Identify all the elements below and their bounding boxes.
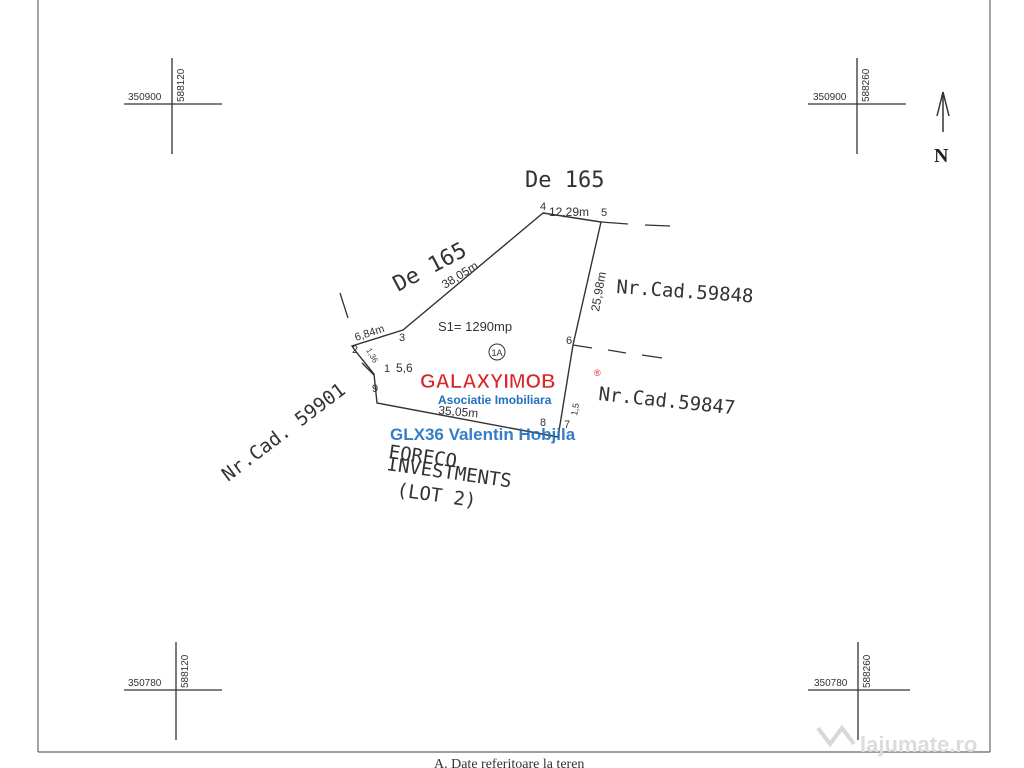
lot-id: 1A bbox=[491, 348, 502, 358]
vertex-6: 6 bbox=[566, 335, 572, 347]
neighbor-boundaries bbox=[339, 221, 671, 376]
watermark-registered: ® bbox=[594, 368, 601, 378]
vertex-3: 3 bbox=[399, 332, 405, 344]
parcel-label-59847: Nr.Cad.59847 bbox=[597, 383, 736, 419]
parcel-label-59848: Nr.Cad.59848 bbox=[616, 276, 754, 308]
site-watermark: lajumate.ro bbox=[860, 732, 977, 757]
grid-label-bottom-left-x: 350780 bbox=[128, 678, 162, 689]
grid-label-top-left-y: 588120 bbox=[176, 68, 187, 102]
vertex-7: 7 bbox=[564, 419, 570, 431]
lot-id-circle bbox=[488, 343, 506, 361]
site-watermark-logo-icon bbox=[816, 724, 856, 748]
vertex-8: 8 bbox=[540, 417, 546, 429]
grid-label-top-right-y: 588260 bbox=[861, 68, 872, 102]
parcel-boundary bbox=[350, 212, 602, 438]
grid-label-top-right-x: 350900 bbox=[813, 92, 847, 103]
lot-area: S1= 1290mp bbox=[438, 319, 512, 334]
north-label: N bbox=[934, 145, 949, 167]
vertex-9: 9 bbox=[372, 383, 378, 395]
grid-cross-top-right bbox=[808, 58, 906, 154]
vertex-4: 4 bbox=[540, 201, 546, 213]
north-arrow-icon bbox=[936, 91, 950, 132]
grid-label-bottom-left-y: 588120 bbox=[180, 654, 191, 688]
grid-cross-top-left bbox=[124, 58, 222, 154]
grid-label-bottom-right-y: 588260 bbox=[862, 654, 873, 688]
vertex-2: 2 bbox=[352, 344, 358, 356]
grid-label-top-left-x: 350900 bbox=[128, 92, 162, 103]
dim-8-7: 1,5 bbox=[569, 402, 581, 416]
footer-caption: A. Date referitoare la teren bbox=[434, 757, 584, 768]
watermark-subtitle: Asociatie Imobiliara bbox=[438, 393, 552, 407]
watermark-agent: GLX36 Valentin Hobjila bbox=[390, 425, 576, 444]
dim-1-9: 5,6 bbox=[396, 361, 413, 375]
dim-9-8: 35,05m bbox=[438, 403, 479, 420]
grid-label-bottom-right-x: 350780 bbox=[814, 678, 848, 689]
vertex-1: 1 bbox=[384, 363, 390, 375]
road-label-top: De 165 bbox=[525, 168, 604, 193]
dim-5-6: 25,98m bbox=[588, 271, 609, 313]
dim-4-5: 12,29m bbox=[549, 205, 589, 219]
dim-1-2: 1,36 bbox=[364, 347, 380, 365]
watermark-brand: GALAXYIMOB bbox=[420, 371, 556, 393]
parcel-label-59901: Nr.Cad. 59901 bbox=[218, 379, 350, 486]
grid-cross-bottom-right bbox=[808, 642, 910, 740]
grid-cross-bottom-left bbox=[124, 642, 222, 740]
vertex-5: 5 bbox=[601, 207, 607, 219]
